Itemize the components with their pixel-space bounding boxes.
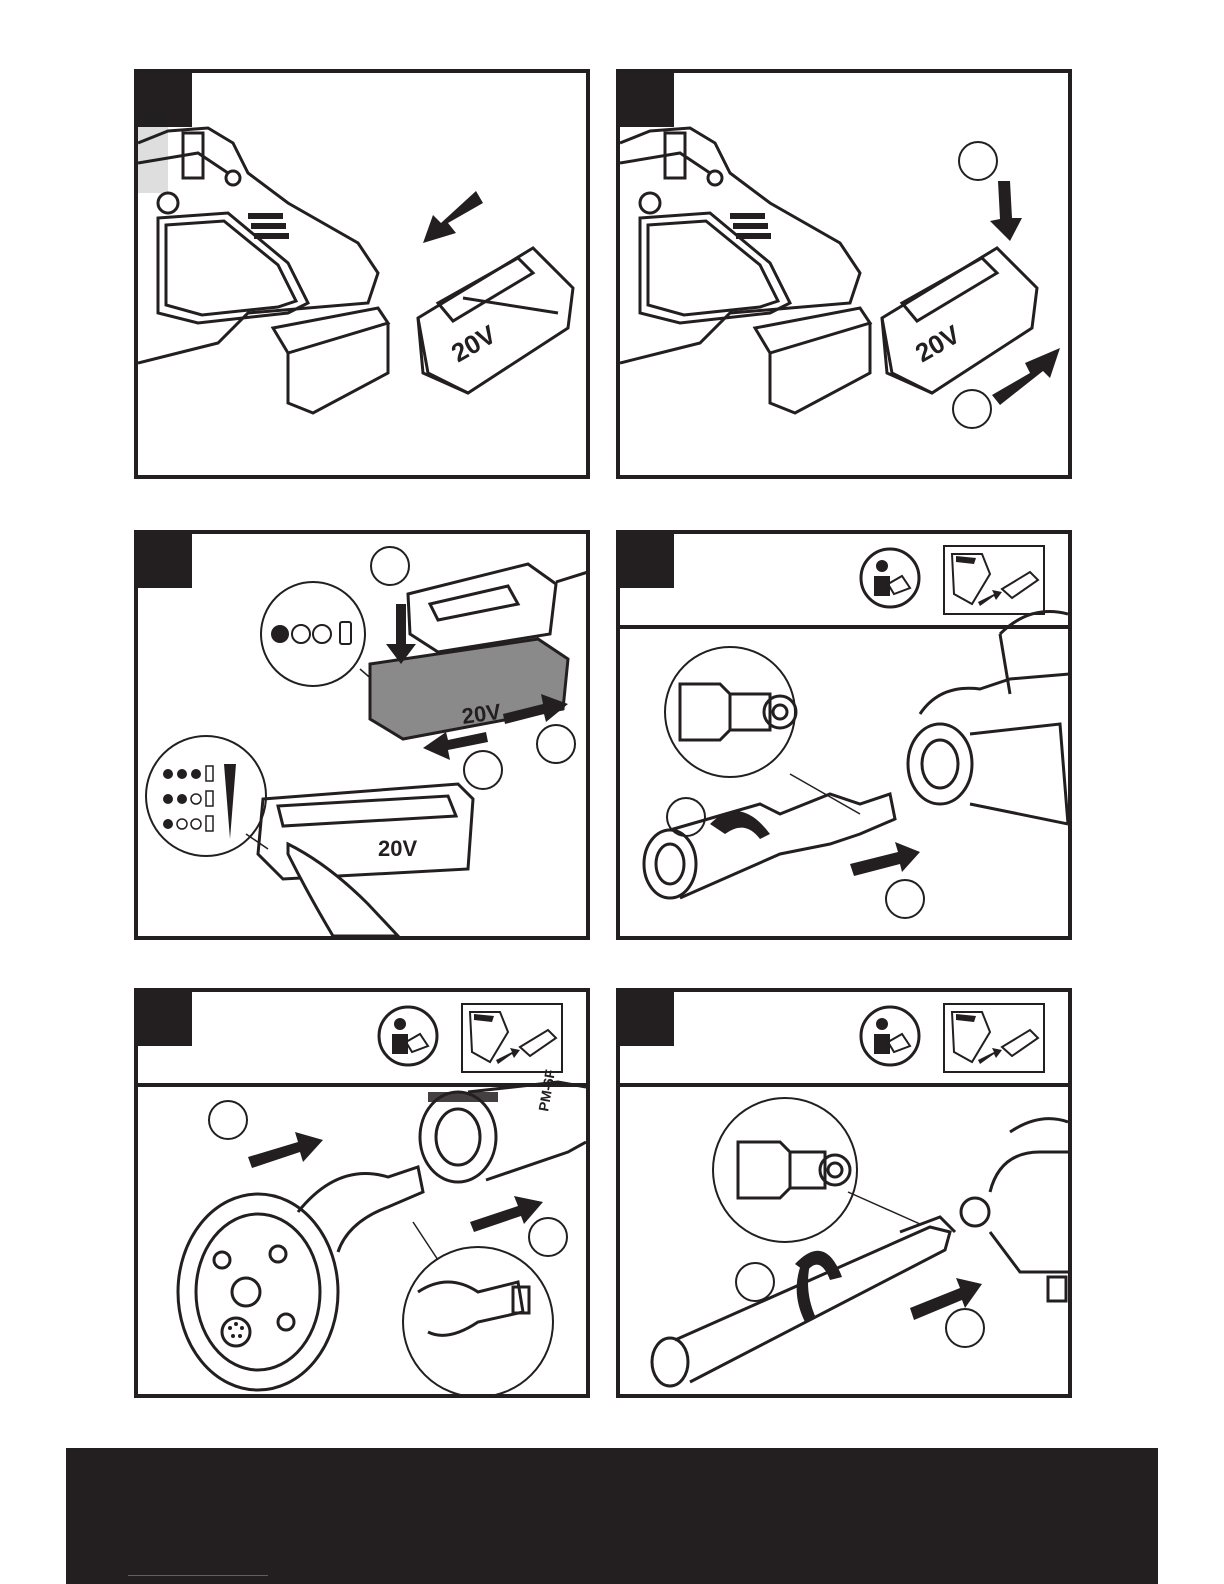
figure-panel-2: 20V: [616, 69, 1072, 479]
footer-link-underline: [128, 1575, 268, 1576]
battery-pack: [418, 248, 573, 393]
illustration-extension-lance: [620, 992, 1068, 1394]
illustration-battery-release: 20V: [620, 73, 1068, 475]
battery-label: 20V: [446, 319, 502, 368]
callout-circle-2: [946, 1309, 984, 1347]
figure-panel-1: 20V: [134, 69, 590, 479]
illustration-battery-charging: 20V 20V: [138, 534, 586, 936]
callout-circle-2: [529, 1218, 567, 1256]
figure-panel-6: [616, 988, 1072, 1398]
callout-circle-1: [209, 1101, 247, 1139]
footer-band: [66, 1448, 1158, 1584]
battery-pack: [882, 248, 1037, 393]
callout-circle-1: [959, 142, 997, 180]
callout-circle-2: [886, 880, 924, 918]
figure-panel-4: [616, 530, 1072, 940]
illustration-nozzle-attach: PM-6F: [138, 992, 586, 1394]
callout-circle-2: [537, 725, 575, 763]
callout-circle-2: [953, 390, 991, 428]
illustration-lance-connection: [620, 534, 1068, 936]
callout-circle-1: [736, 1263, 774, 1301]
callout-circle-3: [464, 751, 502, 789]
illustration-tool-battery-insert: 20V: [138, 73, 586, 475]
battery-label: 20V: [378, 836, 417, 861]
figure-panel-5: PM-6F: [134, 988, 590, 1398]
battery-label: 20V: [460, 699, 503, 729]
callout-circle-1: [371, 547, 409, 585]
lance-label: PM-6F: [535, 1068, 558, 1113]
figure-panel-3: 20V 20V: [134, 530, 590, 940]
battery-label: 20V: [910, 319, 966, 368]
